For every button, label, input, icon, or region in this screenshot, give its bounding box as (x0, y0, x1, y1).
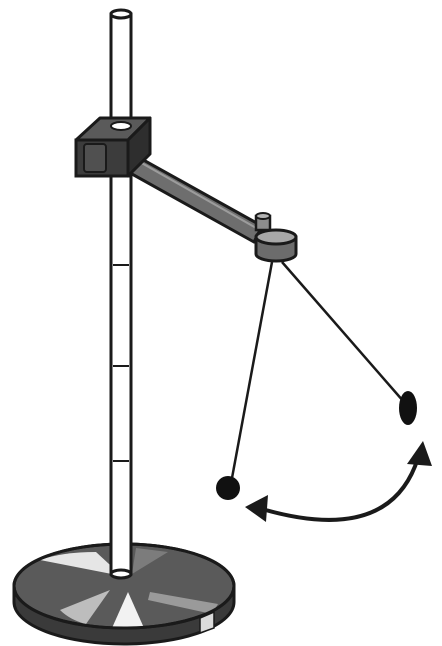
bob-icon (216, 391, 417, 500)
clamp-icon (74, 116, 152, 178)
pivot-icon (254, 212, 298, 263)
string-icon (230, 261, 405, 479)
swing-arrow-icon (245, 441, 432, 522)
rod-icon (109, 8, 133, 580)
